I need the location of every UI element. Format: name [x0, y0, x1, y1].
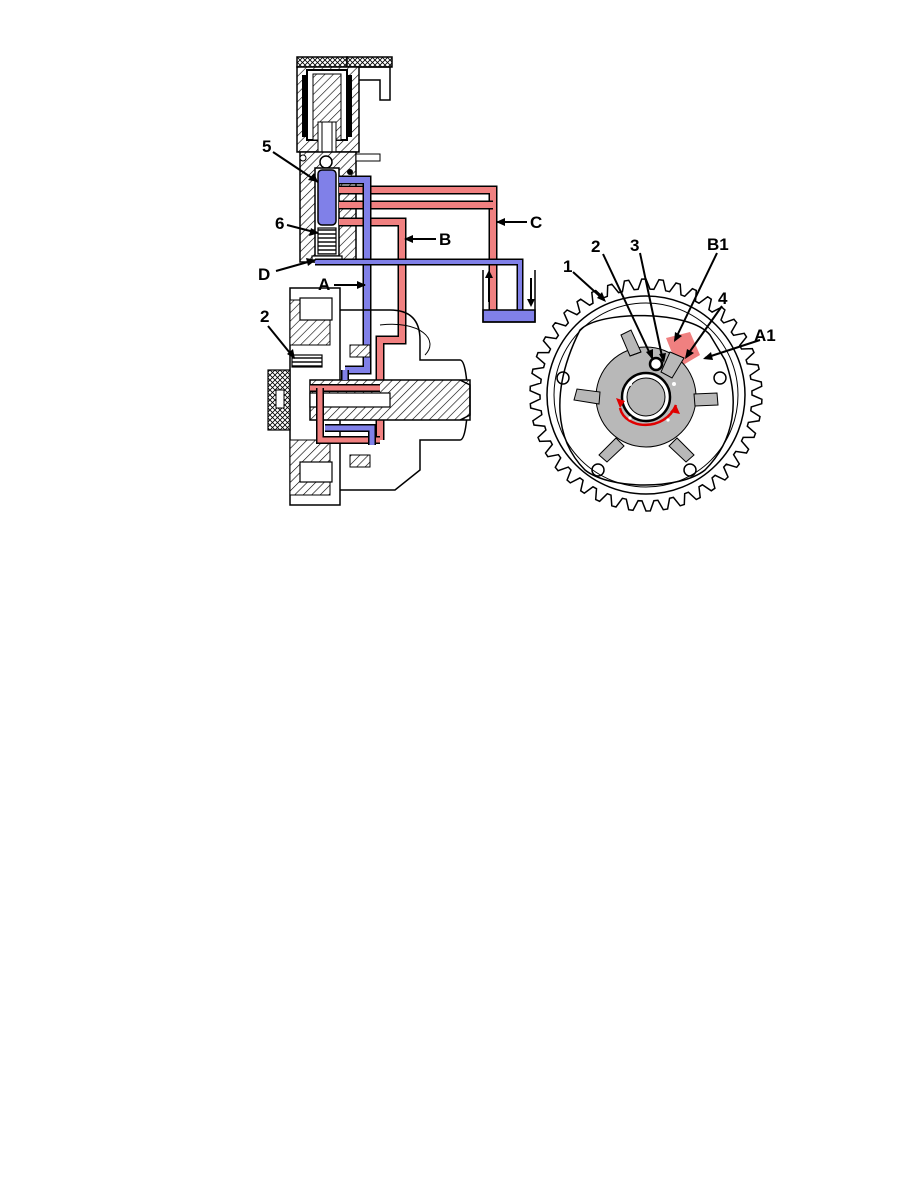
oil-reservoir: [482, 309, 536, 323]
oil-channels: [315, 175, 536, 440]
bolt-holes: [556, 371, 727, 477]
label-channel-c: C: [530, 213, 542, 232]
solenoid-plunger: [317, 169, 337, 226]
front-view: 1 2 3 B1 4 A1: [529, 235, 776, 512]
label-drain: D: [258, 265, 270, 284]
left-callouts: 5 6 D A B C 2: [258, 137, 542, 359]
section-view: 5 6 D A B C 2: [258, 56, 542, 506]
valve-spring: [317, 227, 337, 255]
label-chamber-b1: B1: [707, 235, 729, 254]
vanes: [573, 329, 719, 463]
phaser-section: [267, 287, 471, 506]
label-spring: 6: [275, 214, 284, 233]
right-callouts: 1 2 3 B1 4 A1: [563, 235, 776, 363]
label-chamber-a1: A1: [754, 326, 776, 345]
label-vane: 4: [718, 289, 728, 308]
label-lock-pin-right: 2: [591, 237, 600, 256]
label-sprocket: 1: [563, 257, 572, 276]
solenoid-valve: [296, 56, 393, 263]
lock-pin-left: [291, 354, 323, 368]
label-channel-a: A: [318, 275, 330, 294]
label-lock-pin-left: 2: [260, 307, 269, 326]
lock-pin-right: [648, 356, 664, 372]
label-plunger: 5: [262, 137, 271, 156]
label-channel-b: B: [439, 230, 451, 249]
label-rotor: 3: [630, 236, 639, 255]
